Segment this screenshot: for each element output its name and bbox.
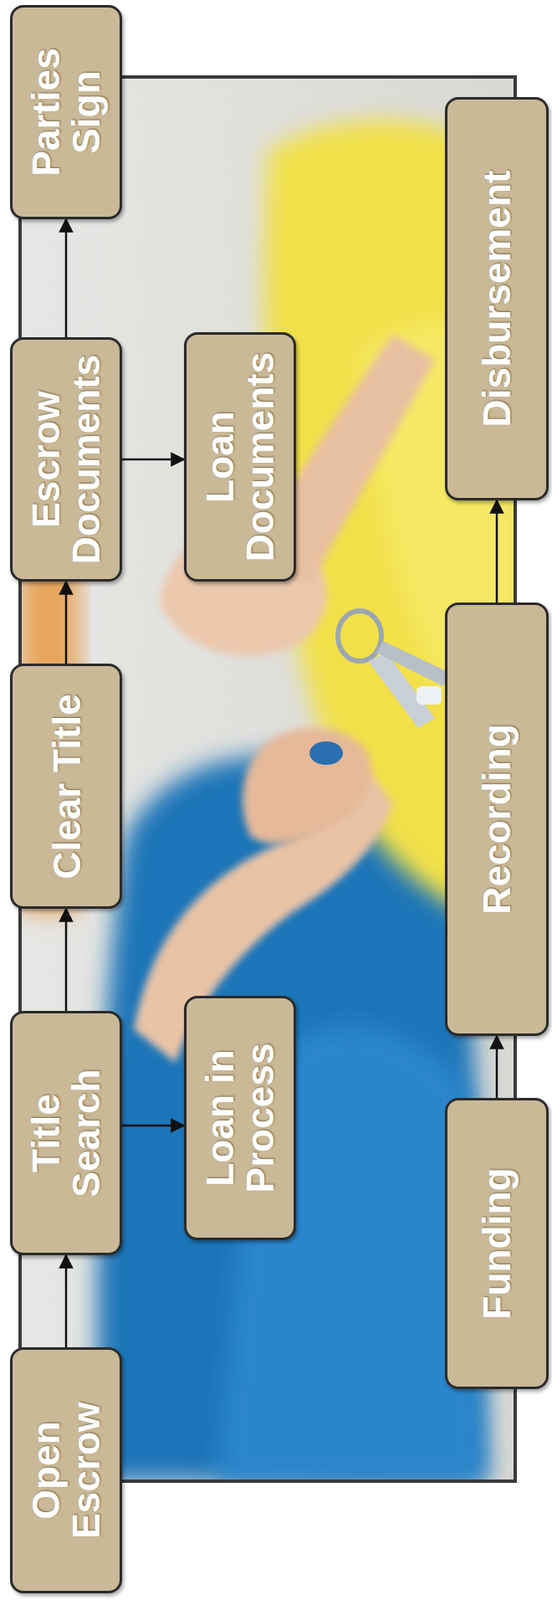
process-box: Loan in Process [184, 995, 297, 1240]
process-box: Disbursement [444, 97, 549, 501]
process-box: Funding [444, 1097, 549, 1389]
rotated-label: Clear Title [12, 665, 120, 906]
process-box: Loan Documents [184, 332, 297, 582]
rotated-label: Title Search [12, 1012, 120, 1253]
flow-arrow [65, 1254, 68, 1347]
rotated-label: Loan in Process [186, 997, 294, 1237]
step-label: Disbursement [476, 170, 517, 428]
keys [309, 610, 450, 765]
step-label: Escrow Documents [25, 349, 108, 569]
rotated-label: Escrow Documents [12, 339, 120, 579]
flow-arrow [495, 500, 499, 603]
rotated-label: Disbursement [447, 99, 547, 498]
process-box: Recording [444, 602, 549, 1036]
step-label: Open Escrow [25, 1377, 108, 1562]
step-label: Recording [476, 723, 517, 914]
step-label: Funding [476, 1166, 517, 1319]
rotated-label: Open Escrow [12, 1349, 120, 1590]
rotated-label: Recording [447, 604, 547, 1033]
process-box: Title Search [10, 1010, 123, 1255]
process-box: Open Escrow [10, 1346, 123, 1593]
flow-arrow [65, 219, 68, 338]
rotated-label: Parties Sign [12, 7, 120, 217]
flow-arrow [65, 581, 68, 664]
process-box: Clear Title [10, 663, 123, 909]
flow-arrow [495, 1035, 499, 1098]
step-label: Parties Sign [25, 28, 108, 196]
rotated-label: Funding [447, 1099, 547, 1386]
step-label: Loan in Process [199, 1025, 282, 1210]
flow-arrow [122, 1124, 184, 1127]
step-label: Title Search [25, 1048, 108, 1217]
flow-arrow [65, 908, 68, 1011]
step-label: Loan Documents [199, 347, 282, 567]
flow-arrow [122, 458, 184, 461]
process-box: Escrow Documents [10, 337, 123, 582]
process-box: Parties Sign [10, 5, 123, 220]
rotated-label: Loan Documents [186, 334, 294, 579]
step-label: Clear Title [46, 693, 87, 880]
